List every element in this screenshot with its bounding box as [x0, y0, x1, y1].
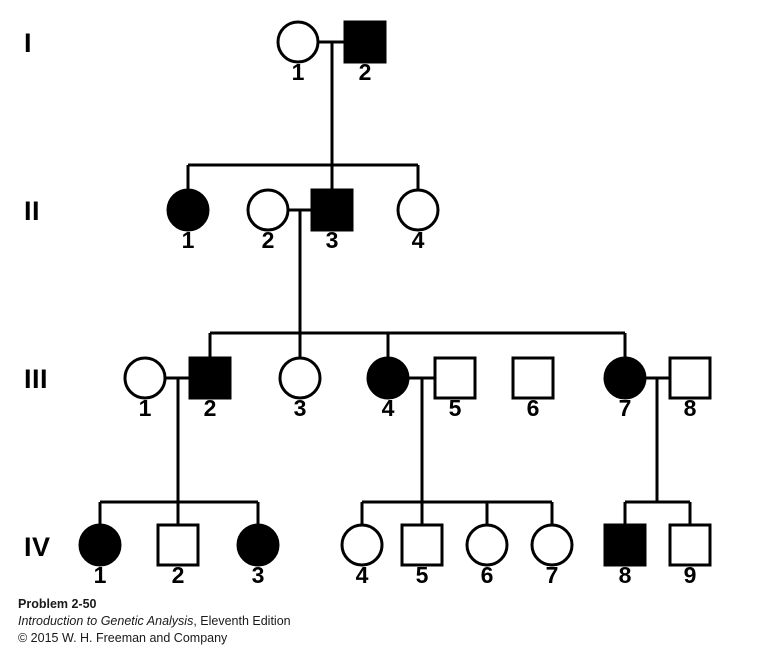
caption-copyright: © 2015 W. H. Freeman and Company [18, 630, 228, 645]
id-label-III-4: 4 [382, 395, 395, 421]
caption-book-reference: Introduction to Genetic Analysis, Eleven… [18, 613, 518, 630]
id-label-III-2: 2 [204, 395, 217, 421]
id-label-IV-2: 2 [172, 562, 185, 588]
individual-IV-9-male-unaffected[interactable] [668, 523, 712, 567]
individual-III-4-female-affected[interactable] [366, 356, 410, 400]
caption-problem-number: Problem 2-50 [18, 597, 97, 611]
individual-III-5-male-unaffected[interactable] [433, 356, 477, 400]
id-label-II-4: 4 [412, 227, 425, 253]
id-label-IV-1: 1 [94, 562, 107, 588]
id-label-III-1: 1 [139, 395, 152, 421]
individual-III-1-female-unaffected[interactable] [123, 356, 167, 400]
caption-book-title: Introduction to Genetic Analysis [18, 613, 194, 628]
connector-lines [98, 40, 692, 525]
id-label-IV-5: 5 [416, 562, 429, 588]
individual-III-7-female-affected[interactable] [603, 356, 647, 400]
generation-label-I: I [24, 28, 32, 58]
pedigree-symbols [78, 20, 712, 567]
id-label-IV-3: 3 [252, 562, 265, 588]
individual-IV-3-female-affected[interactable] [236, 523, 280, 567]
id-label-I-2: 2 [359, 59, 372, 85]
id-label-II-1: 1 [182, 227, 195, 253]
individual-IV-4-female-unaffected[interactable] [340, 523, 384, 567]
individual-I-1-female-unaffected[interactable] [276, 20, 320, 64]
id-label-III-5: 5 [449, 395, 462, 421]
individual-IV-6-female-unaffected[interactable] [465, 523, 509, 567]
individual-IV-8-male-affected[interactable] [603, 523, 647, 567]
individual-III-2-male-affected[interactable] [188, 356, 232, 400]
individual-III-3-female-unaffected[interactable] [278, 356, 322, 400]
individual-II-1-female-affected[interactable] [166, 188, 210, 232]
id-label-II-3: 3 [326, 227, 339, 253]
individual-IV-2-male-unaffected[interactable] [156, 523, 200, 567]
id-label-IV-6: 6 [481, 562, 494, 588]
individual-III-8-male-unaffected[interactable] [668, 356, 712, 400]
individual-II-2-female-unaffected[interactable] [246, 188, 290, 232]
generation-label-III: III [24, 364, 48, 394]
individual-II-4-female-unaffected[interactable] [396, 188, 440, 232]
id-label-III-8: 8 [684, 395, 697, 421]
individual-III-6-male-unaffected[interactable] [511, 356, 555, 400]
individual-IV-1-female-affected[interactable] [78, 523, 122, 567]
id-label-III-3: 3 [294, 395, 307, 421]
id-label-IV-9: 9 [684, 562, 697, 588]
id-label-IV-7: 7 [546, 562, 559, 588]
caption-book-edition: , Eleventh Edition [193, 613, 291, 628]
id-label-III-6: 6 [527, 395, 540, 421]
individual-IV-7-female-unaffected[interactable] [530, 523, 574, 567]
individual-II-3-male-affected[interactable] [310, 188, 354, 232]
id-label-IV-4: 4 [356, 562, 369, 588]
individual-I-2-male-affected[interactable] [343, 20, 387, 64]
individual-id-labels: 1 2 1 2 3 4 1 2 3 4 5 6 7 8 1 2 3 4 5 6 7 8 9 [94, 59, 697, 588]
id-label-III-7: 7 [619, 395, 632, 421]
individual-IV-5-male-unaffected[interactable] [400, 523, 444, 567]
generation-label-II: II [24, 196, 40, 226]
id-label-IV-8: 8 [619, 562, 632, 588]
figure-caption: Problem 2-50 Introduction to Genetic Ana… [18, 596, 518, 647]
id-label-I-1: 1 [292, 59, 305, 85]
generation-label-IV: IV [24, 532, 51, 562]
id-label-II-2: 2 [262, 227, 275, 253]
